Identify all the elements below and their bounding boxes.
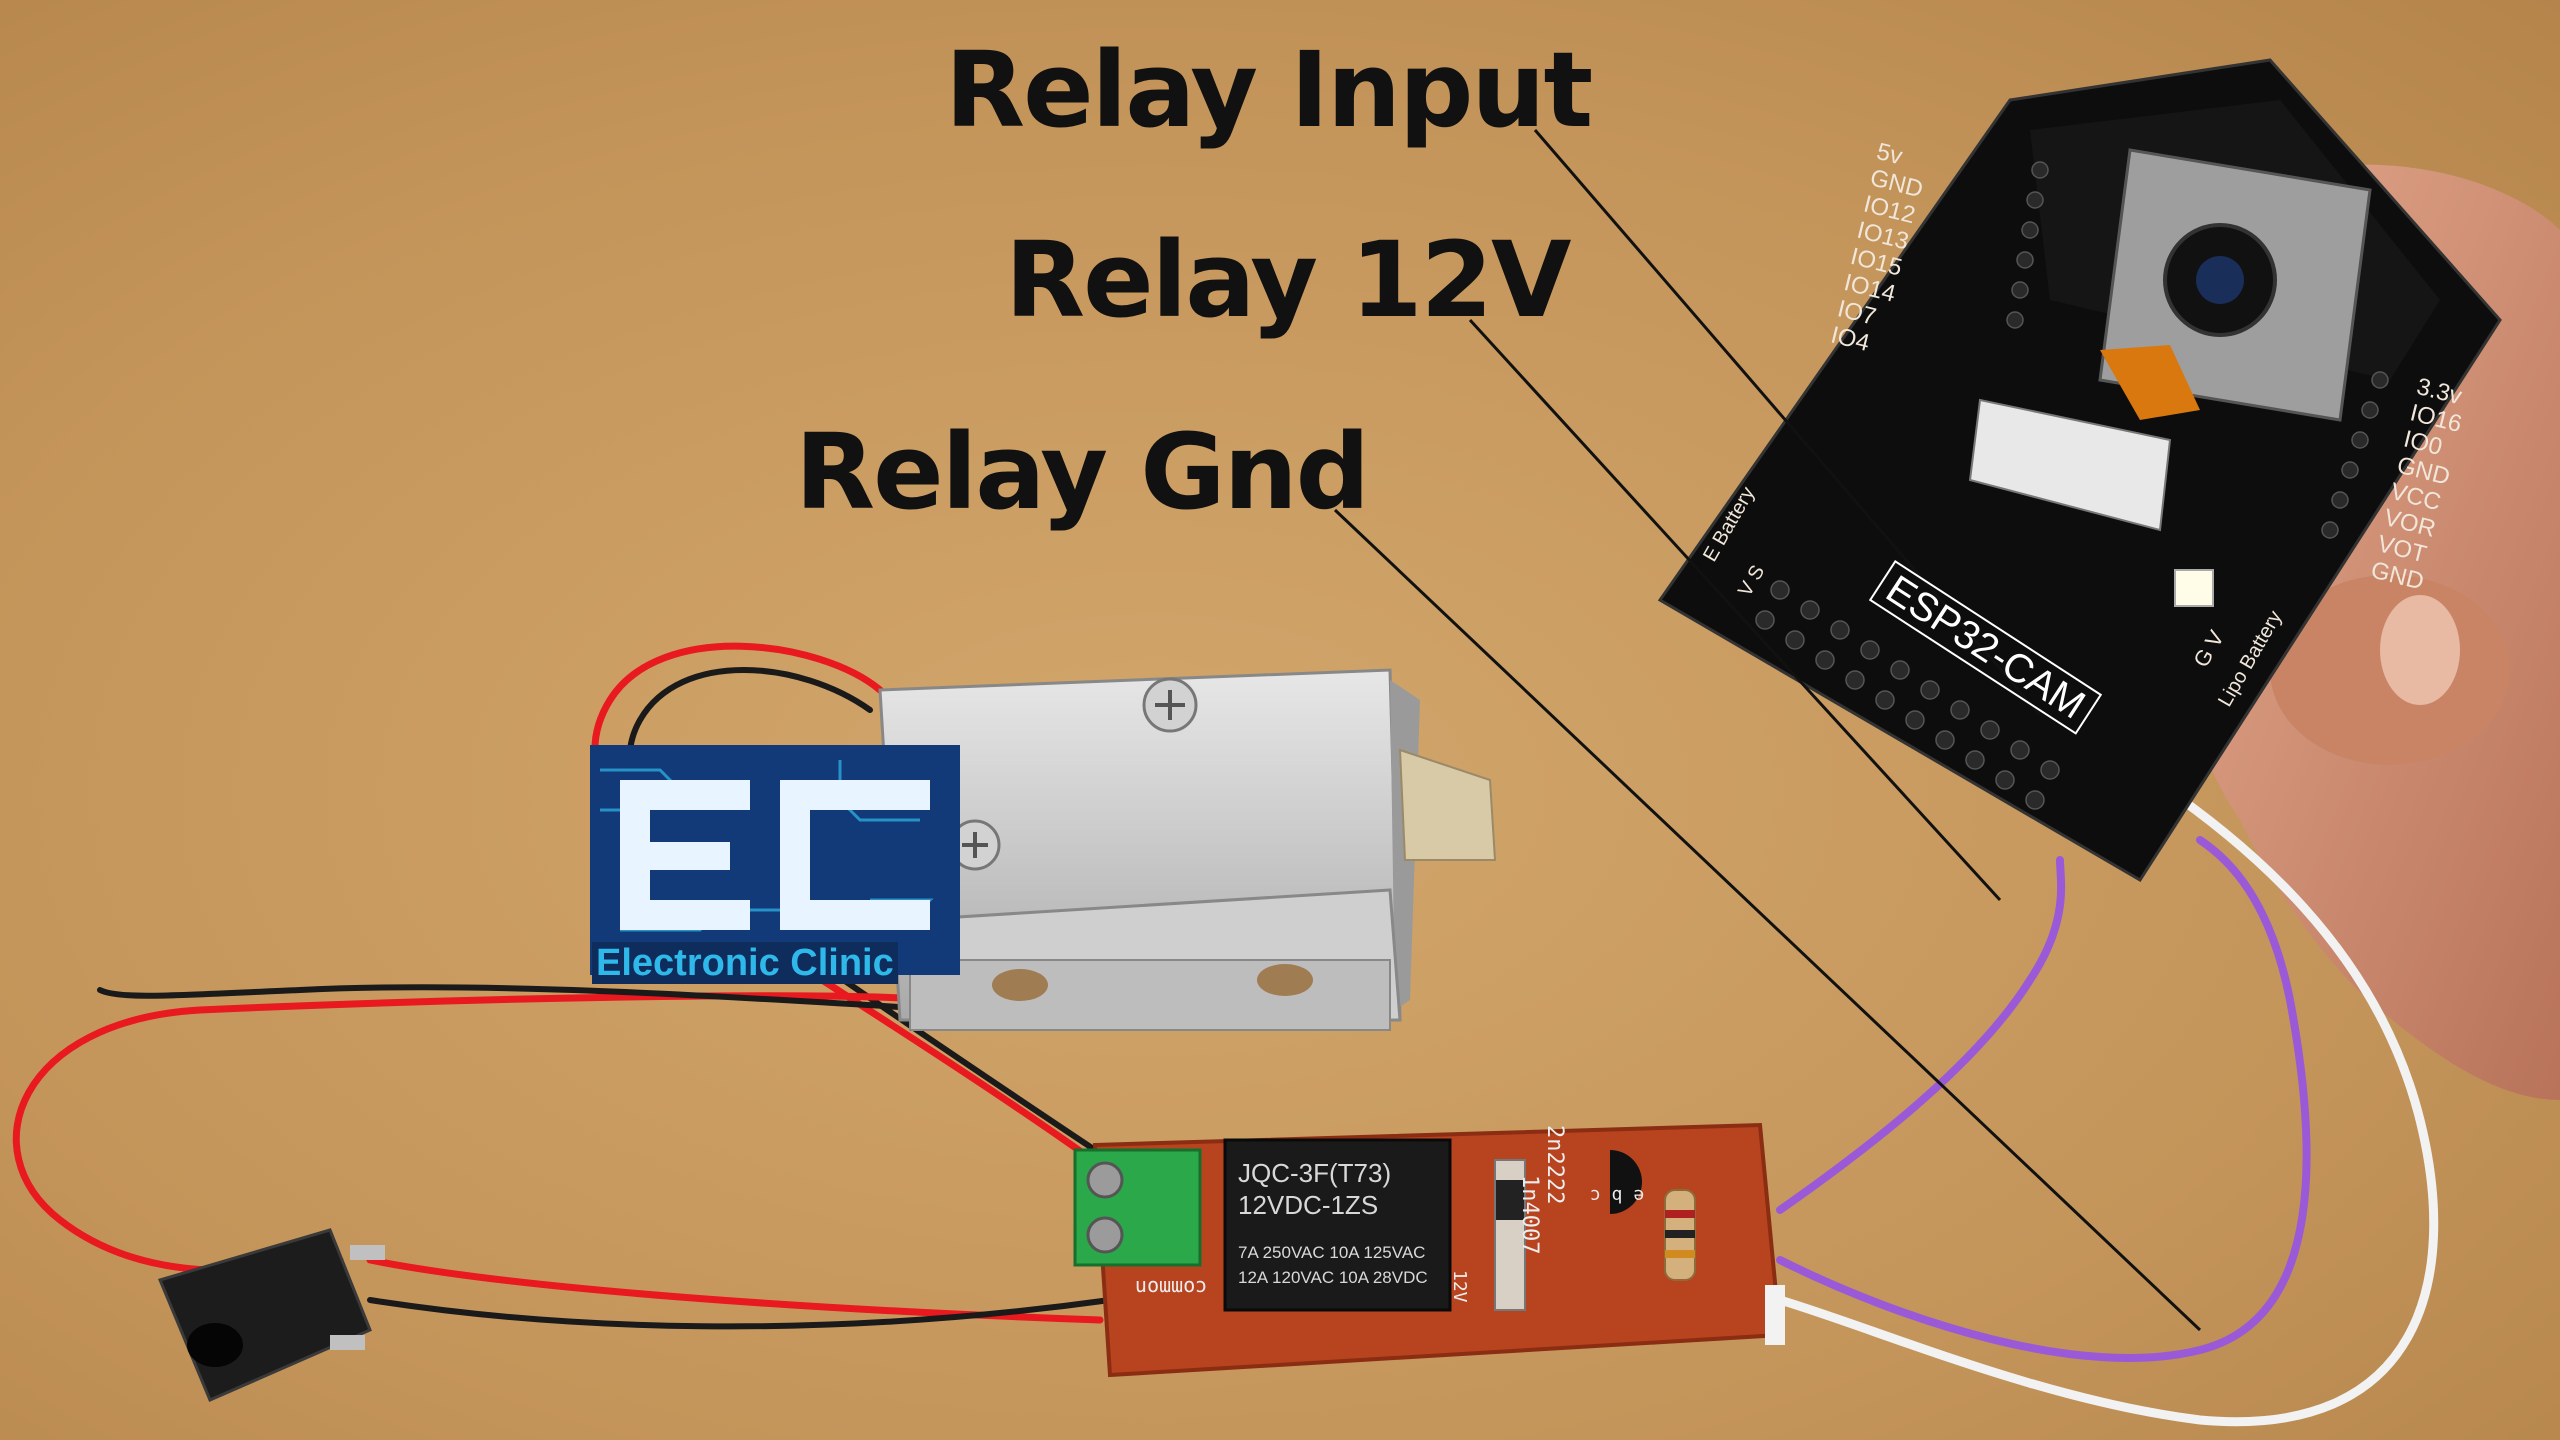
callout-relay-12v: Relay 12V (1005, 219, 1571, 341)
relay-rating-2: 12A 120VAC 10A 28VDC (1238, 1268, 1428, 1287)
diode-label: 1n4007 (1517, 1175, 1542, 1255)
callout-relay-input: Relay Input (945, 29, 1593, 151)
v12-label: 12V (1449, 1270, 1470, 1303)
transistor-label: 2n2222 (1542, 1125, 1567, 1205)
callout-lines (1333, 129, 2202, 1332)
esp32-cam-board (1657, 58, 2502, 883)
relay-model: JQC-3F(T73) (1238, 1158, 1392, 1188)
callout-relay-gnd: Relay Gnd (795, 411, 1370, 533)
common-label: common (1135, 1276, 1208, 1300)
relay-cube-text: JQC-3F(T73) 12VDC-1ZS 7A 250VAC 10A 125V… (1238, 1160, 1428, 1286)
electronic-clinic-logo (590, 745, 960, 975)
relay-board (1073, 1122, 1785, 1378)
lock-wires (12, 642, 1124, 1330)
dc-barrel-jack (157, 1228, 385, 1402)
relay-rating-1: 7A 250VAC 10A 125VAC (1238, 1243, 1426, 1262)
hand (2192, 164, 2560, 1100)
transistor-pins-label: e b c (1590, 1185, 1645, 1206)
solenoid-lock (878, 668, 1497, 1031)
relay-coil: 12VDC-1ZS (1238, 1190, 1379, 1220)
logo-text: Electronic Clinic (592, 942, 898, 984)
